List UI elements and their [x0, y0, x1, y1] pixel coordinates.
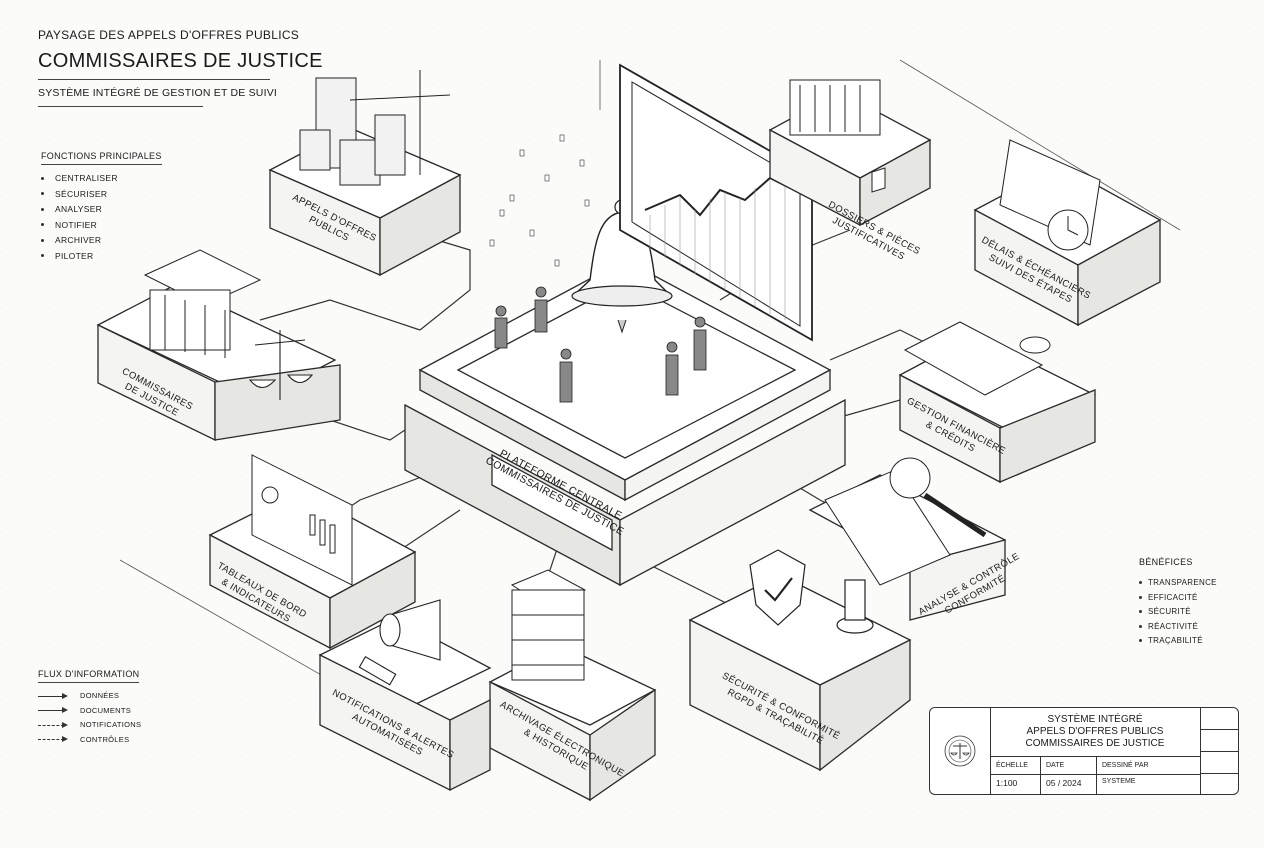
seal-icon [930, 708, 991, 794]
cartouche-date: DATE 05 / 2024 [1040, 756, 1097, 794]
center-label-plate [491, 453, 613, 552]
flow-item: DOCUMENTS [38, 706, 141, 715]
dashed-arrow-icon [38, 735, 68, 743]
header-kicker: PAYSAGE DES APPELS D'OFFRES PUBLICS [38, 28, 300, 42]
subtitle-rule [38, 106, 203, 107]
functions-legend: FONCTIONS PRINCIPALES CENTRALISER SÉCURI… [41, 151, 162, 266]
benefit-item: RÉACTIVITÉ [1139, 622, 1217, 631]
title-rule [38, 79, 270, 80]
bullet-icon [1139, 581, 1142, 584]
shield-check-icon [749, 549, 874, 634]
bullet-icon [41, 238, 44, 242]
bullet-icon [1139, 624, 1142, 628]
benefit-item: EFFICACITÉ [1139, 593, 1217, 602]
flows-title: FLUX D'INFORMATION [38, 669, 140, 683]
function-item: ANALYSER [41, 204, 162, 214]
flow-item: NOTIFICATIONS [38, 720, 141, 729]
function-item: NOTIFIER [41, 220, 162, 230]
cartouche-drawn-by: DESSINÉ PAR SYSTEME [1102, 762, 1149, 785]
people-celebrating [494, 286, 707, 403]
cartouche-divider [990, 774, 1200, 775]
function-item: ARCHIVER [41, 235, 162, 245]
folders-icon [789, 79, 886, 193]
cartouche-scale: ÉCHELLE 1:100 [990, 756, 1041, 794]
flow-item: DONNÉES [38, 691, 141, 700]
benefit-item: SÉCURITÉ [1139, 607, 1217, 616]
benefits-legend: BÉNÉFICES TRANSPARENCE EFFICACITÉ SÉCURI… [1139, 557, 1217, 651]
scales-of-justice-icon [248, 330, 314, 400]
benefit-item: TRAÇABILITÉ [1139, 636, 1217, 645]
cartouche-side [1200, 708, 1239, 794]
function-item: SÉCURISER [41, 189, 162, 199]
cartouche-title: SYSTÈME INTÉGRÉ APPELS D'OFFRES PUBLICS … [990, 708, 1200, 757]
title-cartouche: SYSTÈME INTÉGRÉ APPELS D'OFFRES PUBLICS … [929, 707, 1239, 795]
bell-icon [571, 199, 673, 334]
dashboard-monitor-icon [251, 454, 353, 586]
dashed-arrow-icon [38, 721, 68, 729]
bullet-icon [41, 254, 44, 257]
flows-legend: FLUX D'INFORMATION DONNÉES DOCUMENTS NOT… [38, 669, 141, 749]
magnifier-document-icon [824, 457, 987, 586]
bullet-icon [1139, 595, 1142, 599]
solid-arrow-icon [38, 706, 68, 714]
benefit-item: TRANSPARENCE [1139, 578, 1217, 587]
bullet-icon [41, 207, 44, 211]
bullet-icon [41, 192, 44, 195]
calendar-clock-icon [999, 139, 1101, 251]
page-subtitle: SYSTÈME INTÉGRÉ DE GESTION ET DE SUIVI [38, 87, 278, 99]
central-platform [404, 134, 846, 587]
courthouse-icon [143, 249, 262, 358]
confetti [489, 134, 590, 267]
header: PAYSAGE DES APPELS D'OFFRES PUBLICS COMM… [38, 28, 323, 107]
function-item: CENTRALISER [41, 173, 162, 183]
bullet-icon [41, 223, 44, 226]
server-rack-icon [510, 569, 587, 681]
function-item: PILOTER [41, 251, 162, 261]
megaphone-icon [358, 599, 441, 686]
functions-title: FONCTIONS PRINCIPALES [41, 151, 162, 165]
solid-arrow-icon [38, 692, 68, 700]
buildings-crane-icon [299, 70, 451, 186]
page-title: COMMISSAIRES DE JUSTICE [38, 50, 323, 72]
calculator-icon [903, 321, 1051, 396]
bullet-icon [41, 176, 44, 180]
monitor-growth-chart [619, 63, 813, 342]
bullet-icon [1139, 639, 1142, 642]
flow-item: CONTRÔLES [38, 735, 141, 744]
benefits-title: BÉNÉFICES [1139, 557, 1193, 567]
bullet-icon [1139, 610, 1142, 613]
